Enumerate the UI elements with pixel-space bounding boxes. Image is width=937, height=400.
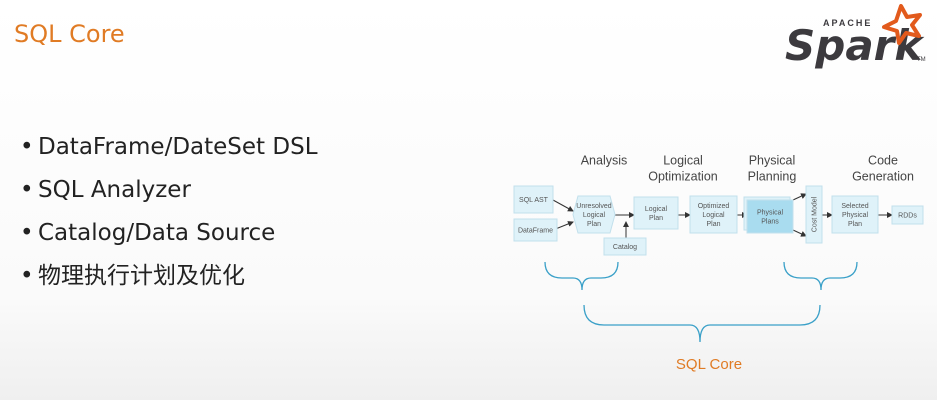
- stage-label-physical-planning-line: Planning: [748, 170, 797, 184]
- bullet-item: 物理执行计划及优化: [20, 255, 318, 298]
- box-rdds-label-line: RDDs: [898, 213, 917, 220]
- box-rdds-shape: [891, 205, 924, 225]
- bullet-item: Catalog/Data Source: [20, 212, 318, 255]
- bracket-physical: [783, 261, 858, 291]
- box-optimized-logical-plan-shape: [689, 195, 738, 234]
- bullet-item: DataFrame/DateSet DSL: [20, 126, 318, 169]
- box-optimized-logical-plan-label-line: Logical: [702, 212, 725, 219]
- stage-label-code-generation-line: Generation: [852, 170, 914, 184]
- box-sql-ast-label: SQL AST: [519, 197, 549, 204]
- box-physical-plans-label-line: Physical: [757, 210, 784, 217]
- box-catalog-label: Catalog: [613, 244, 637, 251]
- spark-logo: APACHE Spark TM: [785, 4, 926, 70]
- box-catalog-label-line: Catalog: [613, 244, 637, 251]
- logo-spark-word: Spark: [785, 21, 925, 70]
- bullet-list: DataFrame/DateSet DSL SQL Analyzer Catal…: [20, 126, 318, 298]
- box-sql-ast-label-line: SQL AST: [519, 197, 549, 204]
- box-physical-plans-shape: [746, 199, 794, 234]
- box-logical-plan-label-line: Logical: [645, 206, 668, 213]
- spark-star-icon: [882, 4, 922, 45]
- logo-apache-text: APACHE: [823, 18, 872, 28]
- box-unresolved-logical-plan-label-line: Plan: [587, 221, 601, 228]
- logo-tm-text: TM: [917, 57, 926, 63]
- box-rdds: RDDs: [891, 205, 924, 225]
- sql-core-label: SQL Core: [676, 356, 742, 373]
- box-unresolved-logical-plan-label-line: Unresolved: [576, 203, 612, 210]
- arrow: [552, 199, 574, 212]
- box-dataframe-label: DataFrame: [518, 228, 553, 235]
- box-logical-plan-label-line: Plan: [649, 215, 663, 222]
- box-catalog: Catalog: [603, 237, 647, 256]
- arrow: [792, 193, 807, 201]
- stage-label-analysis: Analysis: [581, 154, 628, 168]
- box-logical-plan-shape: [633, 196, 679, 230]
- box-optimized-logical-plan-label-line: Plan: [706, 221, 720, 228]
- stage-label-code-generation-line: Code: [868, 154, 898, 168]
- stage-label-physical-planning-line: Physical: [749, 154, 796, 168]
- bracket-sql-core: [583, 304, 821, 343]
- box-sql-ast-shape: [513, 185, 554, 214]
- box-unresolved-logical-plan-shape: [572, 195, 616, 234]
- slide-title: SQL Core: [14, 20, 125, 48]
- box-rdds-label: RDDs: [898, 213, 917, 220]
- box-physical-plans-label-line: Plans: [761, 219, 779, 226]
- box-dataframe: DataFrame: [513, 218, 558, 242]
- box-cost-model: Cost Model: [805, 185, 823, 244]
- bullet-item: SQL Analyzer: [20, 169, 318, 212]
- box-selected-physical-plan-shape: [831, 195, 879, 234]
- stage-label-analysis-line: Analysis: [581, 154, 628, 168]
- box-cost-model-shape: [805, 185, 823, 244]
- box-selected-physical-plan-label-line: Plan: [848, 221, 862, 228]
- box-catalog-shape: [603, 237, 647, 256]
- box-dataframe-shape: [513, 218, 558, 242]
- stage-label-logical-optimization-line: Optimization: [648, 170, 718, 184]
- box-dataframe-label-line: DataFrame: [518, 228, 553, 235]
- brackets: [544, 261, 858, 343]
- box-sql-ast: SQL AST: [513, 185, 554, 214]
- box-unresolved-logical-plan-label-line: Logical: [583, 212, 606, 219]
- stage-label-logical-optimization-line: Logical: [663, 154, 703, 168]
- box-selected-physical-plan-label-line: Selected: [841, 203, 868, 210]
- box-cost-model-label: Cost Model: [812, 196, 819, 232]
- bracket-analysis: [544, 261, 619, 291]
- box-optimized-logical-plan-label-line: Optimized: [698, 203, 730, 210]
- arrow: [792, 229, 807, 237]
- box-selected-physical-plan-label-line: Physical: [842, 212, 869, 219]
